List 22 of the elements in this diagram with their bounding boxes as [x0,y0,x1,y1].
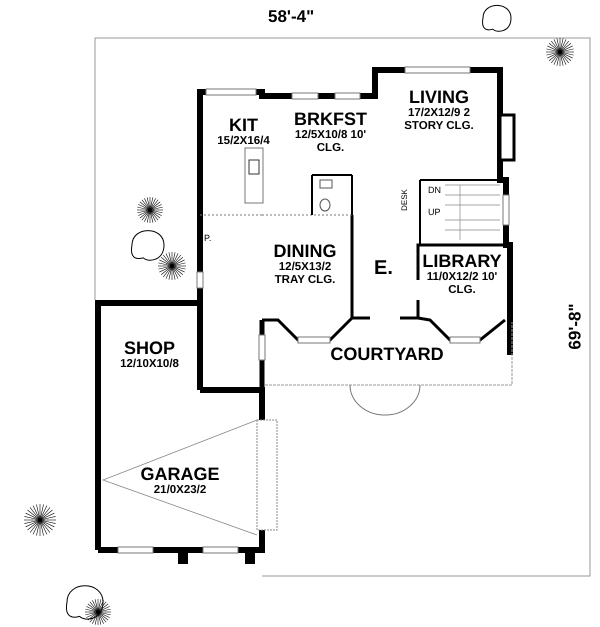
plan-label: DN [428,186,441,195]
room-name: SHOP [124,338,175,358]
room-name: BRKFST [294,109,367,129]
plan-label: DESK [400,189,409,211]
plan-label: E. [374,258,393,278]
plan-label: P. [204,234,212,243]
room-name: LIVING [408,87,469,107]
room-name: GARAGE [140,464,220,484]
room-name: COURTYARD [330,344,444,364]
room-dimensions: 21/0X23/2 [152,484,208,497]
plan-label: 69'-8" [566,303,584,350]
room-dimensions: 12/5X13/2 TRAY CLG. [274,261,336,287]
room-dimensions: 15/2X16/4 [216,135,271,148]
room-name: DINING [274,241,336,261]
room-name: LIBRARY [422,251,502,271]
room-dimensions: 12/5X10/8 10' CLG. [294,129,368,155]
plan-label: UP [428,208,441,217]
room-dimensions: 17/2X12/9 2 STORY CLG. [403,107,475,133]
plan-label: 58'-4" [268,8,314,25]
room-name: KIT [229,115,258,135]
room-dimensions: 12/10X10/8 [119,358,180,371]
room-dimensions: 11/0X12/2 10' CLG. [426,271,498,297]
